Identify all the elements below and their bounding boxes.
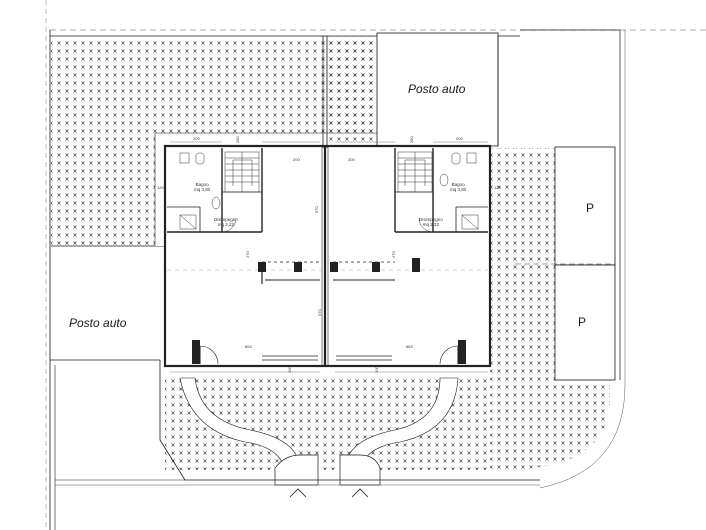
left-closet-name: Disimpegno xyxy=(214,217,238,222)
dim-570-left: 570 xyxy=(314,206,319,213)
right-closet-label: Disimpegno mq 2,22 xyxy=(419,217,443,228)
dim-120-right: 120 xyxy=(494,185,501,190)
bathroom-fixtures-left xyxy=(179,152,221,230)
right-bath-area: mq 3,80 xyxy=(450,186,467,192)
dim-663-right: 663 xyxy=(406,344,413,349)
dim-200-left: 200 xyxy=(193,136,200,141)
left-bath-area: mq 3,80 xyxy=(194,186,211,192)
dim-100-right: 100 xyxy=(374,366,379,373)
dim-260-left: 260 xyxy=(235,136,240,143)
entrance-arrow-left xyxy=(289,488,307,498)
parking-p1-box xyxy=(554,146,616,266)
garden-front xyxy=(165,375,490,470)
stairs-right xyxy=(397,151,433,193)
parking-p2-box xyxy=(554,264,616,381)
dim-260-right: 260 xyxy=(409,136,414,143)
right-boundary-curve xyxy=(520,29,621,380)
dim-270-right: 270 xyxy=(391,251,396,258)
dim-570-right: 570 xyxy=(317,309,322,316)
dim-270-left: 270 xyxy=(245,251,250,258)
bathroom-fixtures-right xyxy=(439,152,479,230)
parking-p2-label: P xyxy=(578,315,587,329)
left-bath-label: Bagno mq 3,80 xyxy=(194,182,211,193)
posto-auto-top-label: Posto auto xyxy=(408,82,466,96)
parking-p1-label: P xyxy=(586,201,595,215)
garden-top-right xyxy=(327,36,377,146)
dim-200-right: 200 xyxy=(456,136,463,141)
entrance-arrow-right xyxy=(351,488,369,498)
right-closet-area: mq 2,22 xyxy=(422,221,440,227)
house-outer-wall xyxy=(163,144,492,368)
dim-200-left-center: 200 xyxy=(293,157,300,162)
parking-top-box xyxy=(376,32,499,147)
right-bath-label: Bagno mq 3,80 xyxy=(450,182,467,193)
right-closet-name: Disimpegno xyxy=(419,217,443,222)
dim-663-left: 663 xyxy=(245,344,252,349)
dim-200-right-center: 200 xyxy=(348,157,355,162)
stairs-left xyxy=(224,151,260,193)
posto-auto-left-label: Posto auto xyxy=(69,316,127,330)
garden-right xyxy=(490,148,610,470)
left-closet-label: Disimpegno mq 2,22 xyxy=(214,217,238,228)
right-bath-name: Bagno xyxy=(451,182,465,187)
dim-120-left: 120 xyxy=(157,185,164,190)
dim-100-left: 100 xyxy=(287,366,292,373)
left-closet-area: mq 2,22 xyxy=(217,221,235,227)
left-bath-name: Bagno xyxy=(195,182,209,187)
